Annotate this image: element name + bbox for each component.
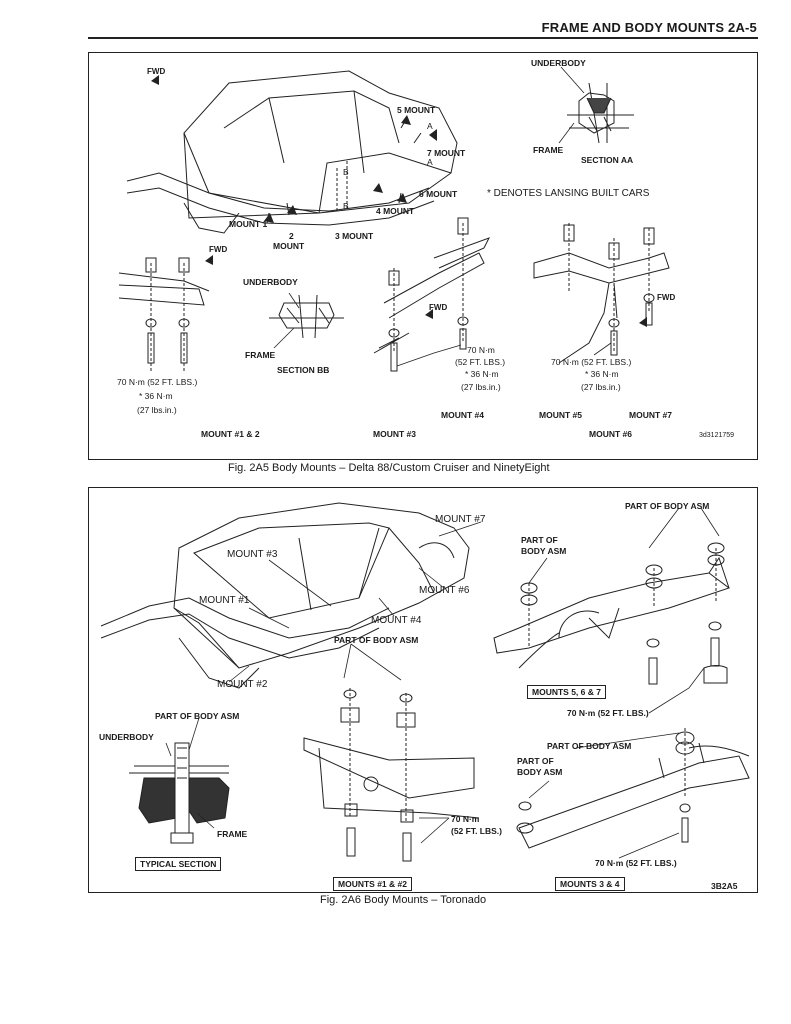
box-mounts-1-2: MOUNTS #1 & #2 <box>333 877 412 891</box>
box-mounts-5-6-7: MOUNTS 5, 6 & 7 <box>527 685 606 699</box>
figure-2a6-illustration <box>100 502 750 862</box>
fwd-arrow-1: FWD <box>147 67 165 76</box>
figure-code-2: 3B2A5 <box>711 881 738 891</box>
label-mount-7: MOUNT #7 <box>435 514 486 525</box>
title-mount-1-2: MOUNT #1 & 2 <box>201 429 260 439</box>
title-mount-3: MOUNT #3 <box>373 429 416 439</box>
torque-mid-1: 70 N·m <box>467 345 495 355</box>
caption-fig-2a5: Fig. 2A5 Body Mounts – Delta 88/Custom C… <box>228 462 550 474</box>
label-body-asm-upper: BODY ASM <box>521 546 567 556</box>
label-mount-6: MOUNT #6 <box>419 585 470 596</box>
label-mount-1: MOUNT #1 <box>199 595 250 606</box>
page-title: FRAME AND BODY MOUNTS 2A-5 <box>541 20 757 35</box>
label-section-aa: SECTION AA <box>581 155 634 165</box>
label-underbody-bb: UNDERBODY <box>243 277 298 287</box>
car-body-outline <box>173 502 470 669</box>
label-part-of-body-asm-mid: PART OF BODY ASM <box>334 635 419 645</box>
fwd-label: FWD <box>429 303 448 312</box>
label-4-mount: 4 MOUNT <box>376 206 415 216</box>
label-7-mount: 7 MOUNT <box>427 148 466 158</box>
fwd-label: FWD <box>147 67 166 76</box>
torque-c: 70 N·m (52 FT. LBS.) <box>595 858 677 868</box>
fwd-arrow-4: FWD <box>657 293 675 302</box>
title-mount-6: MOUNT #6 <box>589 429 632 439</box>
label-part-of-upper: PART OF <box>521 535 558 545</box>
label-frame: FRAME <box>217 829 248 839</box>
torque-b-line2: (52 FT. LBS.) <box>451 826 503 836</box>
label-frame-bb: FRAME <box>245 350 276 360</box>
torque-left-2: * 36 N·m <box>139 391 173 401</box>
label-body-asm-lower: BODY ASM <box>517 767 563 777</box>
torque-right-3: (27 lbs.in.) <box>581 382 621 392</box>
fwd-label: FWD <box>657 293 676 302</box>
figure-2a5-illustration <box>118 66 670 373</box>
torque-left-1: 70 N·m (52 FT. LBS.) <box>117 377 198 387</box>
car-body-outline <box>183 70 458 219</box>
box-typical-section: TYPICAL SECTION <box>135 857 222 871</box>
fwd-label: FWD <box>209 245 228 254</box>
figure-2a5: FWD FWD FWD FWD UNDERBODY FRAME SECTION … <box>88 52 758 460</box>
torque-left-3: (27 lbs.in.) <box>137 405 177 415</box>
label-mount-2-word: MOUNT <box>273 241 305 251</box>
label-mount-1: MOUNT 1 <box>229 219 268 229</box>
torque-b-line1: 70 N·m <box>451 814 480 824</box>
title-mount-4: MOUNT #4 <box>441 410 484 420</box>
label-part-of-body-asm-section: PART OF BODY ASM <box>155 711 240 721</box>
label-section-bb: SECTION BB <box>277 365 330 375</box>
torque-mid-3: * 36 N·m <box>465 369 499 379</box>
torque-a: 70 N·m (52 FT. LBS.) <box>567 708 649 718</box>
label-b-lower: B <box>343 201 349 211</box>
torque-mid-2: (52 FT. LBS.) <box>455 357 506 367</box>
label-mount-3: MOUNT #3 <box>227 549 278 560</box>
torque-right-1: 70 N·m (52 FT. LBS.) <box>551 357 632 367</box>
label-mount-2-num: 2 <box>289 231 294 241</box>
label-3-mount: 3 MOUNT <box>335 231 374 241</box>
caption-fig-2a6: Fig. 2A6 Body Mounts – Toronado <box>320 894 487 906</box>
label-mount-4: MOUNT #4 <box>371 615 422 626</box>
label-underbody: UNDERBODY <box>99 732 154 742</box>
label-5-mount: 5 MOUNT <box>397 105 436 115</box>
title-mount-7: MOUNT #7 <box>629 410 672 420</box>
label-a-lower: A <box>427 157 433 167</box>
label-6-mount: 6 MOUNT <box>419 189 458 199</box>
label-mount-2: MOUNT #2 <box>217 679 268 690</box>
label-frame: FRAME <box>533 145 564 155</box>
label-part-of-lower: PART OF <box>517 756 554 766</box>
label-a-upper: A <box>427 121 433 131</box>
figure-code-1: 3d3121759 <box>699 432 735 439</box>
label-part-of-body-asm-right: PART OF BODY ASM <box>547 741 632 751</box>
label-underbody: UNDERBODY <box>531 58 586 68</box>
box-mounts-3-4: MOUNTS 3 & 4 <box>555 877 625 891</box>
header-rule <box>88 37 758 39</box>
figure-2a6: MOUNT #7 MOUNT #3 MOUNT #6 MOUNT #1 MOUN… <box>88 487 758 893</box>
title-mount-5: MOUNT #5 <box>539 410 582 420</box>
label-part-of-body-asm-top: PART OF BODY ASM <box>625 501 710 511</box>
torque-right-2: * 36 N·m <box>585 369 619 379</box>
page-header: FRAME AND BODY MOUNTS 2A-5 <box>0 0 791 40</box>
fwd-arrow-3: FWD <box>429 303 447 312</box>
label-b-upper: B <box>343 167 349 177</box>
lansing-note: * DENOTES LANSING BUILT CARS <box>487 188 650 199</box>
fwd-arrow-2: FWD <box>209 245 227 254</box>
torque-mid-4: (27 lbs.in.) <box>461 382 501 392</box>
